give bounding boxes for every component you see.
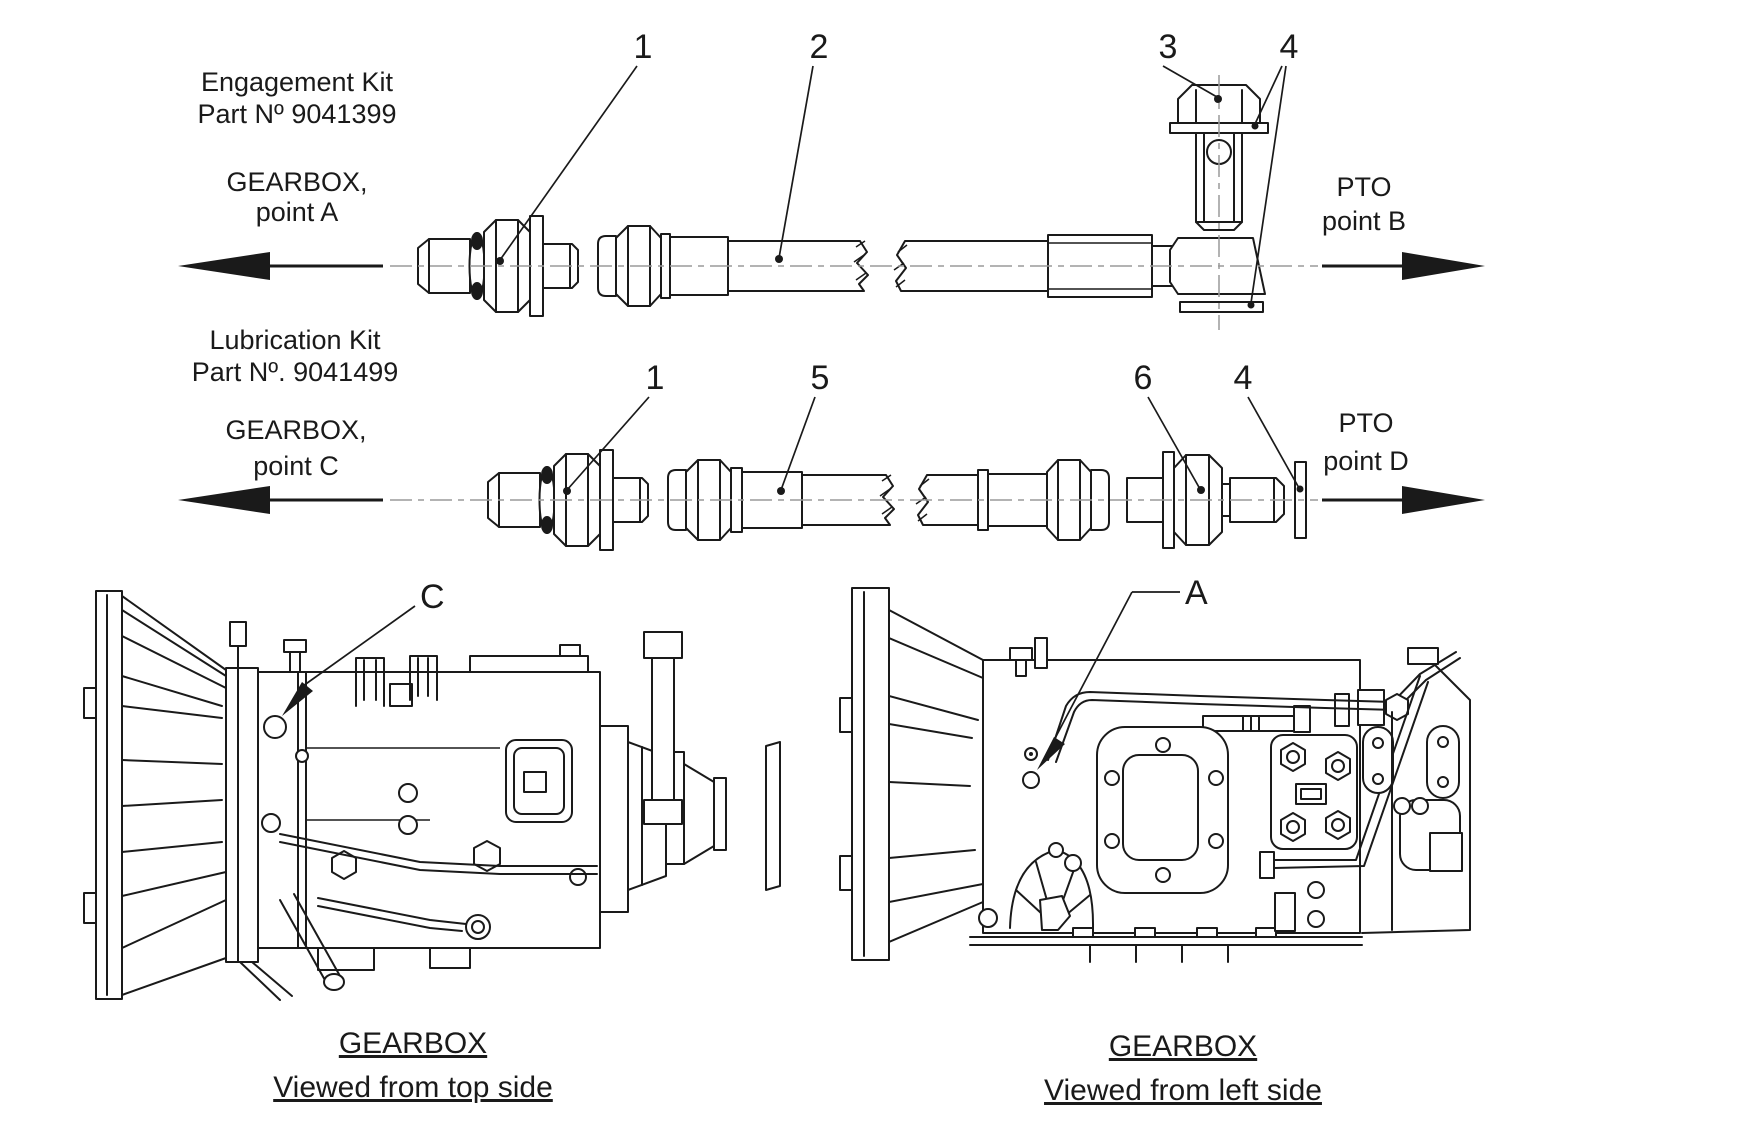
- left-view-pipe-hex: [1385, 693, 1409, 721]
- gearbox-left-view-drawing: A GEARBOX Viewed from left side: [765, 574, 1471, 1107]
- gearbox-point-c-label-1: GEARBOX,: [225, 415, 366, 445]
- top-view-lube-pipes: [279, 833, 598, 940]
- pto-direction-arrow-top: [1322, 252, 1485, 280]
- gearbox-direction-arrow-bottom: [178, 486, 383, 514]
- top-view-bell-ribs: [121, 595, 227, 996]
- left-view-pto-flange: [1096, 726, 1229, 894]
- top-view-bottom-details: [239, 893, 471, 1001]
- point-c-arrow: [282, 682, 313, 716]
- left-view-clutch-fan: [978, 842, 1095, 931]
- top-view-flange: [225, 621, 259, 963]
- point-a-port: [1022, 771, 1040, 789]
- engagement-kit-hose-assembly: [390, 75, 1318, 330]
- top-view-tail-section: [599, 631, 727, 913]
- callout-number-4b: 4: [1234, 359, 1253, 397]
- left-view-bolt-cover: [1270, 734, 1358, 850]
- left-view-caption-title: GEARBOX: [1109, 1030, 1257, 1063]
- left-view-clutch-plate: [839, 587, 890, 961]
- left-view-mount-bosses: [1362, 725, 1460, 799]
- callout-number-4: 4: [1280, 28, 1299, 66]
- engagement-kit-part-number: Part Nº 9041399: [198, 99, 397, 129]
- top-view-caption-title: GEARBOX: [339, 1027, 487, 1060]
- pto-point-d-label-2: point D: [1323, 446, 1409, 476]
- pto-point-d-label-1: PTO: [1338, 408, 1393, 438]
- lubrication-kit-part-number: Part Nº. 9041499: [192, 357, 399, 387]
- point-c-port: [263, 715, 287, 739]
- lubrication-kit-callouts: 1 5 6 4: [563, 359, 1304, 495]
- top-view-clutch-plate: [83, 590, 123, 1000]
- left-view-lube-pipe: [1047, 651, 1461, 879]
- top-view-case: [257, 639, 601, 949]
- engagement-kit-title: Engagement Kit: [201, 67, 394, 97]
- pto-point-b-label-1: PTO: [1336, 172, 1391, 202]
- banjo-body: [1169, 237, 1266, 295]
- point-c-letter: C: [420, 578, 445, 616]
- left-view-thin-plate: [765, 741, 781, 891]
- point-a-arrow: [1037, 737, 1065, 770]
- top-view-pto-cover: [505, 739, 573, 823]
- engagement-kit-section: Engagement Kit Part Nº 9041399 GEARBOX, …: [178, 28, 1485, 330]
- point-a-callout: A: [1022, 574, 1208, 789]
- gearbox-top-view-drawing: C GEARBOX Viewed from top side: [83, 578, 727, 1104]
- callout-number-1b: 1: [646, 359, 665, 397]
- lubrication-kit-title: Lubrication Kit: [209, 325, 381, 355]
- pipe-fitting-hex-small-2: [473, 840, 501, 872]
- callout-number-1: 1: [634, 28, 653, 66]
- pto-direction-arrow-bottom: [1322, 486, 1485, 514]
- banjo-washer-bottom: [1179, 301, 1264, 313]
- engagement-kit-callouts: 1 2 3 4: [496, 28, 1298, 309]
- gearbox-point-a-label-1: GEARBOX,: [226, 167, 367, 197]
- pto-point-b-label-2: point B: [1322, 206, 1406, 236]
- gearbox-point-a-label-2: point A: [256, 197, 339, 227]
- top-view-filler-cap: [643, 631, 683, 659]
- callout-number-5: 5: [811, 359, 830, 397]
- lubrication-kit-section: Lubrication Kit Part Nº. 9041499 GEARBOX…: [178, 325, 1485, 551]
- callout-number-2: 2: [810, 28, 829, 66]
- point-c-callout: C: [263, 578, 445, 739]
- left-view-oil-pan: [969, 881, 1363, 963]
- fitting-thread-end: [1229, 477, 1285, 523]
- left-view-bell-ribs: [888, 609, 984, 943]
- left-view-caption-subtitle: Viewed from left side: [1044, 1074, 1322, 1107]
- callout-number-6: 6: [1134, 359, 1153, 397]
- callout-number-3: 3: [1159, 28, 1178, 66]
- top-view-caption-subtitle: Viewed from top side: [273, 1071, 553, 1104]
- gearbox-direction-arrow-top: [178, 252, 383, 280]
- point-a-letter: A: [1185, 574, 1208, 612]
- left-view-tail-housing: [1361, 647, 1471, 934]
- lubrication-kit-hose-assembly: [390, 449, 1318, 551]
- gearbox-point-c-label-2: point C: [253, 451, 339, 481]
